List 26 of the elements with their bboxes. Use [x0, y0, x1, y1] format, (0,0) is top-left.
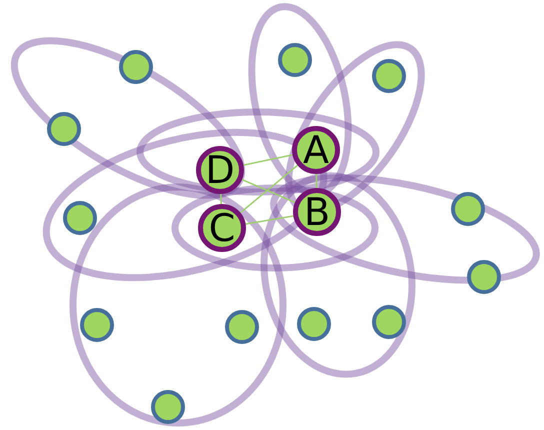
- vertex-circle: [119, 50, 153, 84]
- vertex-circle: [297, 307, 331, 341]
- vertex-label: C: [208, 209, 236, 247]
- labeled-vertex: [198, 204, 246, 252]
- vertex-label: A: [303, 131, 329, 169]
- connector-line: [243, 154, 293, 166]
- vertex-circle: [278, 43, 312, 77]
- vertex-circle: [151, 390, 185, 424]
- vertex-circle: [451, 192, 485, 226]
- labeled-vertex: [293, 188, 341, 236]
- vertex-circle: [63, 201, 97, 235]
- vertex-label: D: [205, 151, 235, 189]
- vertex-circle: [372, 59, 406, 93]
- connector-line: [242, 178, 296, 204]
- vertex-label: B: [304, 193, 330, 231]
- vertex-circle: [467, 260, 501, 294]
- connector-line: [220, 194, 222, 204]
- connector-line: [246, 215, 294, 225]
- labeled-vertex: [196, 146, 244, 194]
- connector-line: [240, 164, 298, 214]
- labeled-vertex: [292, 126, 340, 174]
- vertex-circle: [225, 310, 259, 344]
- vertex-circle: [372, 305, 406, 339]
- vertex-circle: [47, 112, 81, 146]
- vertex-circle: [80, 308, 114, 342]
- connector-line: [316, 174, 318, 188]
